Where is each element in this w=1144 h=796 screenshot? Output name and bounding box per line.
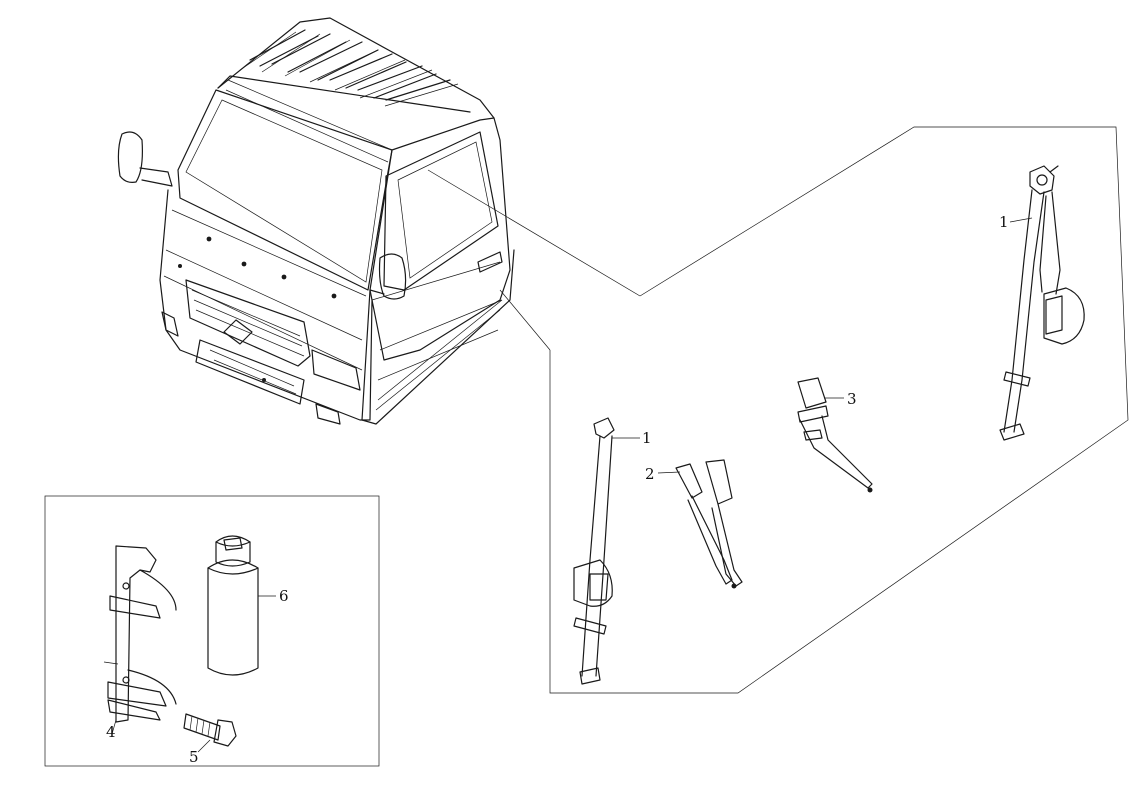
buckle-pair — [675, 459, 743, 589]
seatbelt-assembly-left — [573, 417, 615, 685]
callout-label-1-left: 1 — [642, 429, 652, 447]
buckle-single — [797, 377, 873, 493]
accessory-detail-box — [44, 495, 380, 767]
callout-label-3: 3 — [847, 390, 857, 408]
callout-label-1-right: 1 — [999, 213, 1009, 231]
detail-leader-line — [427, 169, 641, 351]
seatbelt-detail-frame — [549, 126, 1129, 694]
callout-label-6: 6 — [279, 587, 289, 605]
fluid-bottle — [207, 535, 259, 676]
callout-label-2: 2 — [645, 465, 655, 483]
truck-cab-drawing — [117, 17, 515, 425]
bracket-clamp — [103, 545, 177, 723]
callout-leaders — [111, 217, 1033, 753]
callout-label-5: 5 — [189, 748, 199, 766]
callout-label-4: 4 — [106, 723, 116, 741]
seatbelt-assembly-right — [999, 165, 1085, 441]
hex-bolt — [183, 713, 237, 747]
